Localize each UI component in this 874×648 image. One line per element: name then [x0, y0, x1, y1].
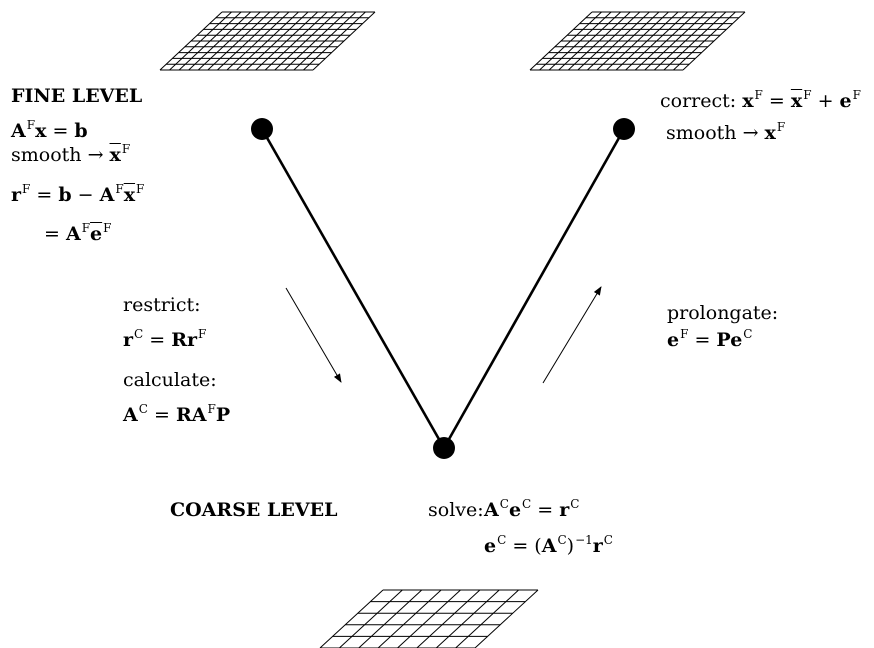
grid-line: [207, 11, 271, 71]
fine-grid-left-icon: [159, 11, 376, 71]
coarse-grid-icon: [319, 589, 539, 648]
prolongate-equation: eF = PeC: [667, 327, 753, 351]
coarse-operator-equation: AC = RAFP: [123, 402, 231, 426]
correct-label: correct:: [660, 90, 737, 112]
grid-line: [339, 589, 403, 648]
post-smooth-label: smooth: [666, 122, 737, 144]
grid-line: [567, 11, 631, 71]
grid-line: [236, 11, 299, 71]
prolongate-arrow: [542, 286, 602, 384]
restrict-equation: rC = RrF: [123, 327, 207, 351]
grid-line: [169, 11, 232, 71]
grid-line: [615, 11, 679, 71]
grid-line: [625, 11, 688, 71]
grid-line: [245, 11, 309, 71]
prolongate-label: prolongate:: [667, 302, 779, 324]
correct-step: correct: xF = xF + eF: [660, 88, 861, 112]
fine-smooth-label: smooth: [11, 144, 82, 166]
grid-line: [577, 11, 641, 71]
coarse-level-node: [433, 437, 455, 459]
grid-line: [312, 11, 376, 71]
v-cycle-down-line: [260, 128, 446, 449]
grid-line: [682, 11, 746, 71]
grid-line: [319, 589, 384, 648]
grid-line: [558, 11, 622, 71]
grid-line: [226, 11, 290, 71]
grid-line: [188, 11, 252, 71]
fine-residual-error-equation: = AFeF: [44, 221, 112, 245]
grid-line: [397, 589, 461, 648]
grid-line: [644, 11, 708, 71]
grid-line: [634, 11, 698, 71]
grid-line: [197, 11, 261, 71]
fine-level-heading: FINE LEVEL: [11, 85, 143, 107]
grid-line: [455, 589, 519, 648]
grid-line: [474, 589, 539, 648]
grid-line: [377, 589, 442, 648]
grid-line: [539, 11, 602, 71]
grid-line: [217, 11, 280, 71]
grid-line: [293, 11, 357, 71]
grid-line: [416, 589, 481, 648]
calculate-label: calculate:: [123, 369, 217, 391]
solve-label: solve:: [428, 499, 484, 521]
grid-line: [264, 11, 328, 71]
grid-line: [596, 11, 660, 71]
grid-line: [178, 11, 242, 71]
grid-line: [435, 589, 500, 648]
grid-line: [663, 11, 727, 71]
grid-line: [529, 11, 593, 71]
grid-line: [283, 11, 347, 71]
restrict-arrow: [285, 287, 342, 383]
fine-system-equation: AFx = b: [11, 118, 88, 142]
grid-line: [303, 11, 366, 71]
grid-line: [673, 11, 736, 71]
restrict-label: restrict:: [123, 294, 201, 316]
fine-level-node-right: [613, 118, 635, 140]
coarse-level-heading: COARSE LEVEL: [170, 499, 338, 521]
grid-line: [587, 11, 650, 71]
v-cycle-up-line: [442, 128, 626, 449]
grid-line: [606, 11, 669, 71]
grid-line: [358, 589, 423, 648]
fine-residual-equation: rF = b − AFxF: [11, 182, 145, 206]
coarse-error-equation: eC = (AC)−1rC: [484, 533, 613, 557]
fine-grid-right-icon: [529, 11, 746, 71]
fine-level-node-left: [251, 118, 273, 140]
grid-line: [274, 11, 338, 71]
grid-line: [159, 11, 223, 71]
grid-line: [255, 11, 318, 71]
grid-line: [653, 11, 717, 71]
coarse-solve-equation: ACeC = rC: [484, 497, 580, 521]
grid-line: [548, 11, 612, 71]
post-smooth-step: smooth → xF: [666, 120, 786, 144]
fine-smooth-step: smooth → xF: [11, 142, 131, 166]
